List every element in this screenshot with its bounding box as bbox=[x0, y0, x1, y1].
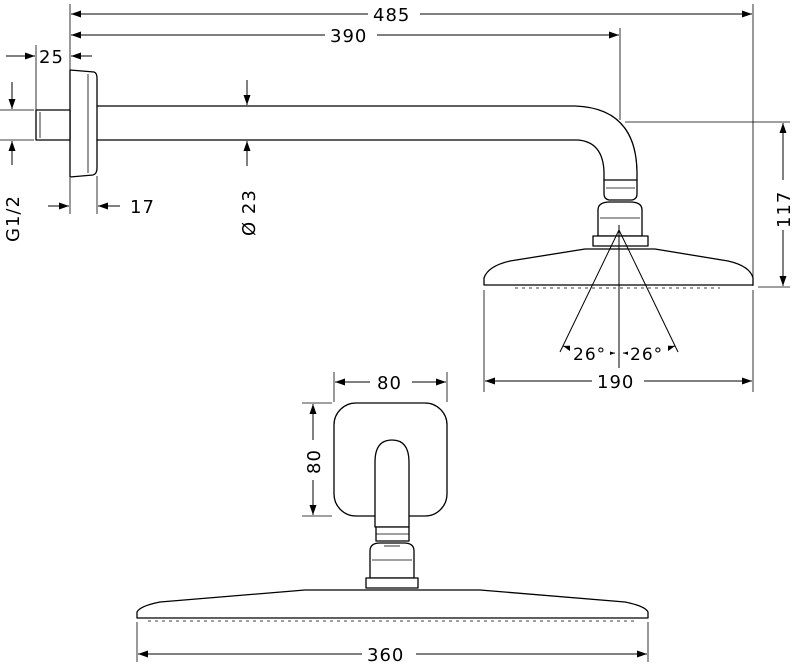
dim-flange-offset: 25 bbox=[39, 47, 64, 68]
dim-height: 117 bbox=[774, 191, 795, 228]
swivel-joint bbox=[603, 179, 638, 201]
wall-flange bbox=[69, 69, 98, 178]
angle-left-label: 26° bbox=[573, 345, 606, 365]
dim-head-diameter-side: 190 bbox=[597, 372, 634, 393]
side-view: 26° 26° 485 390 25 G1/2 17 bbox=[0, 3, 795, 393]
shower-arm-front bbox=[374, 439, 410, 528]
dim-rosette-width: 80 bbox=[377, 373, 402, 394]
shower-head-front bbox=[136, 589, 649, 619]
front-view: 80 80 360 bbox=[136, 371, 649, 666]
dim-arm-diameter: Ø 23 bbox=[239, 189, 260, 236]
angle-right-label: 26° bbox=[630, 345, 663, 365]
spray-angle-line-right bbox=[618, 229, 679, 353]
swivel-joint-front bbox=[369, 542, 415, 579]
thread-connector bbox=[35, 109, 71, 141]
shower-arm bbox=[96, 105, 638, 181]
dim-overall-length: 485 bbox=[373, 5, 410, 26]
dim-head-width: 360 bbox=[367, 645, 404, 666]
spray-angle-line-left bbox=[559, 229, 620, 353]
dim-flange-depth: 17 bbox=[130, 197, 155, 218]
dim-rosette-height: 80 bbox=[304, 449, 325, 474]
dim-arm-length: 390 bbox=[330, 26, 367, 47]
dim-thread: G1/2 bbox=[3, 195, 24, 242]
